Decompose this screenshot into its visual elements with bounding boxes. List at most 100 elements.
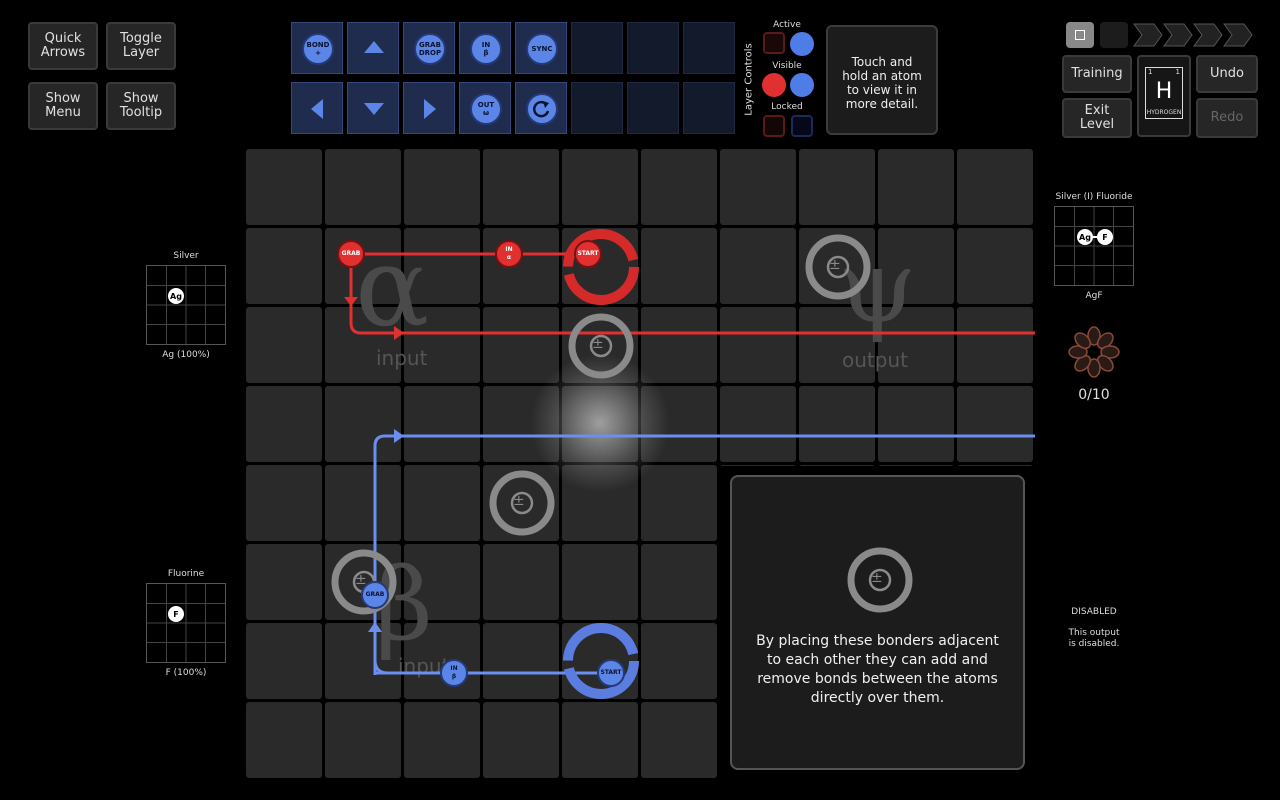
in-beta-tool[interactable]: IN β — [470, 33, 502, 65]
grid-cell[interactable] — [404, 544, 480, 620]
silver-atom[interactable]: Ag — [1077, 229, 1093, 245]
element-card[interactable]: 1 1 H HYDROGEN — [1137, 55, 1191, 137]
blue-active-toggle[interactable] — [790, 32, 814, 56]
rotate-tool[interactable] — [526, 93, 558, 125]
grid-cell[interactable] — [799, 307, 875, 383]
grid-cell[interactable] — [246, 307, 322, 383]
grid-cell[interactable] — [404, 307, 480, 383]
tool-slot[interactable] — [347, 82, 399, 134]
red-visible-toggle[interactable] — [762, 73, 786, 97]
sync-tool[interactable]: SYNC — [526, 33, 558, 65]
grid-cell[interactable] — [878, 386, 954, 462]
grid-cell[interactable] — [246, 465, 322, 541]
grid-cell[interactable] — [562, 544, 638, 620]
toggle-layer-button[interactable]: Toggle Layer — [106, 22, 176, 70]
grab-drop-tool[interactable]: GRAB DROP — [414, 33, 446, 65]
grid-cell[interactable] — [404, 228, 480, 304]
grid-cell[interactable] — [641, 623, 717, 699]
grid-cell[interactable] — [483, 307, 559, 383]
grid-cell[interactable] — [720, 228, 796, 304]
grid-cell[interactable] — [404, 149, 480, 225]
tool-slot[interactable]: IN β — [459, 22, 511, 74]
grid-cell[interactable] — [325, 386, 401, 462]
grid-cell[interactable] — [641, 228, 717, 304]
grid-cell[interactable] — [957, 228, 1033, 304]
grid-cell[interactable] — [325, 623, 401, 699]
blue-start-instruction[interactable]: START — [597, 659, 625, 687]
grid-cell[interactable] — [957, 307, 1033, 383]
grid-cell[interactable] — [404, 465, 480, 541]
out-omega-tool[interactable]: OUT ω — [470, 93, 502, 125]
undo-button[interactable]: Undo — [1196, 55, 1258, 93]
grid-cell[interactable] — [641, 702, 717, 778]
grid-cell[interactable] — [404, 386, 480, 462]
grid-cell[interactable] — [957, 149, 1033, 225]
grid-cell[interactable] — [325, 149, 401, 225]
tool-slot[interactable]: OUT ω — [459, 82, 511, 134]
show-menu-button[interactable]: Show Menu — [28, 82, 98, 130]
grid-cell[interactable] — [799, 386, 875, 462]
step-button[interactable] — [1100, 22, 1128, 48]
fluorine-atom[interactable]: F — [1097, 229, 1113, 245]
red-in-alpha-instruction[interactable]: IN α — [495, 240, 523, 268]
tool-slot[interactable] — [347, 22, 399, 74]
silver-input-grid[interactable]: Ag — [146, 265, 226, 345]
grid-cell[interactable] — [720, 386, 796, 462]
red-grab-instruction[interactable]: GRAB — [337, 240, 365, 268]
grid-cell[interactable] — [878, 228, 954, 304]
grid-cell[interactable] — [641, 465, 717, 541]
red-active-toggle[interactable] — [763, 32, 785, 54]
tool-slot[interactable] — [291, 82, 343, 134]
grid-cell[interactable] — [325, 702, 401, 778]
grid-cell[interactable] — [483, 702, 559, 778]
pause-button[interactable] — [1066, 22, 1094, 48]
grid-cell[interactable] — [720, 307, 796, 383]
arrow-right-icon[interactable] — [424, 99, 438, 119]
exit-level-button[interactable]: Exit Level — [1062, 98, 1132, 138]
grid-cell[interactable] — [878, 149, 954, 225]
grid-cell[interactable] — [404, 702, 480, 778]
fluorine-input-grid[interactable]: F — [146, 583, 226, 663]
bond-plus-tool[interactable]: BOND + — [302, 33, 334, 65]
grid-cell[interactable] — [246, 386, 322, 462]
grid-cell[interactable] — [483, 149, 559, 225]
tool-slot[interactable] — [403, 82, 455, 134]
arrow-left-icon[interactable] — [311, 99, 325, 119]
grid-cell[interactable] — [878, 307, 954, 383]
arrow-down-icon[interactable] — [364, 103, 384, 117]
red-locked-toggle[interactable] — [763, 115, 785, 137]
grid-cell[interactable] — [246, 623, 322, 699]
grid-cell[interactable] — [325, 307, 401, 383]
grid-cell[interactable] — [404, 623, 480, 699]
show-tooltip-button[interactable]: Show Tooltip — [106, 82, 176, 130]
grid-cell[interactable] — [562, 702, 638, 778]
speed-arrows[interactable] — [1132, 22, 1258, 48]
blue-visible-toggle[interactable] — [790, 73, 814, 97]
grid-cell[interactable] — [483, 623, 559, 699]
grid-cell[interactable] — [246, 702, 322, 778]
grid-cell[interactable] — [325, 228, 401, 304]
redo-button[interactable]: Redo — [1196, 98, 1258, 138]
blue-in-beta-instruction[interactable]: IN β — [440, 659, 468, 687]
grid-cell[interactable] — [562, 149, 638, 225]
grid-cell[interactable] — [325, 465, 401, 541]
grid-cell[interactable] — [246, 228, 322, 304]
quick-arrows-button[interactable]: Quick Arrows — [28, 22, 98, 70]
arrow-up-icon[interactable] — [364, 41, 384, 55]
fluorine-atom[interactable]: F — [168, 606, 184, 622]
tool-slot[interactable] — [515, 82, 567, 134]
grid-cell[interactable] — [720, 149, 796, 225]
grid-cell[interactable] — [799, 149, 875, 225]
training-button[interactable]: Training — [1062, 55, 1132, 93]
silver-atom[interactable]: Ag — [168, 288, 184, 304]
red-start-instruction[interactable]: START — [574, 240, 602, 268]
grid-cell[interactable] — [246, 544, 322, 620]
blue-locked-toggle[interactable] — [791, 115, 813, 137]
grid-cell[interactable] — [641, 307, 717, 383]
tool-slot[interactable]: SYNC — [515, 22, 567, 74]
silver-fluoride-output-grid[interactable]: Ag F — [1054, 206, 1134, 286]
tool-slot[interactable]: GRAB DROP — [403, 22, 455, 74]
grid-cell[interactable] — [483, 544, 559, 620]
grid-cell[interactable] — [641, 544, 717, 620]
tool-slot[interactable]: BOND + — [291, 22, 343, 74]
